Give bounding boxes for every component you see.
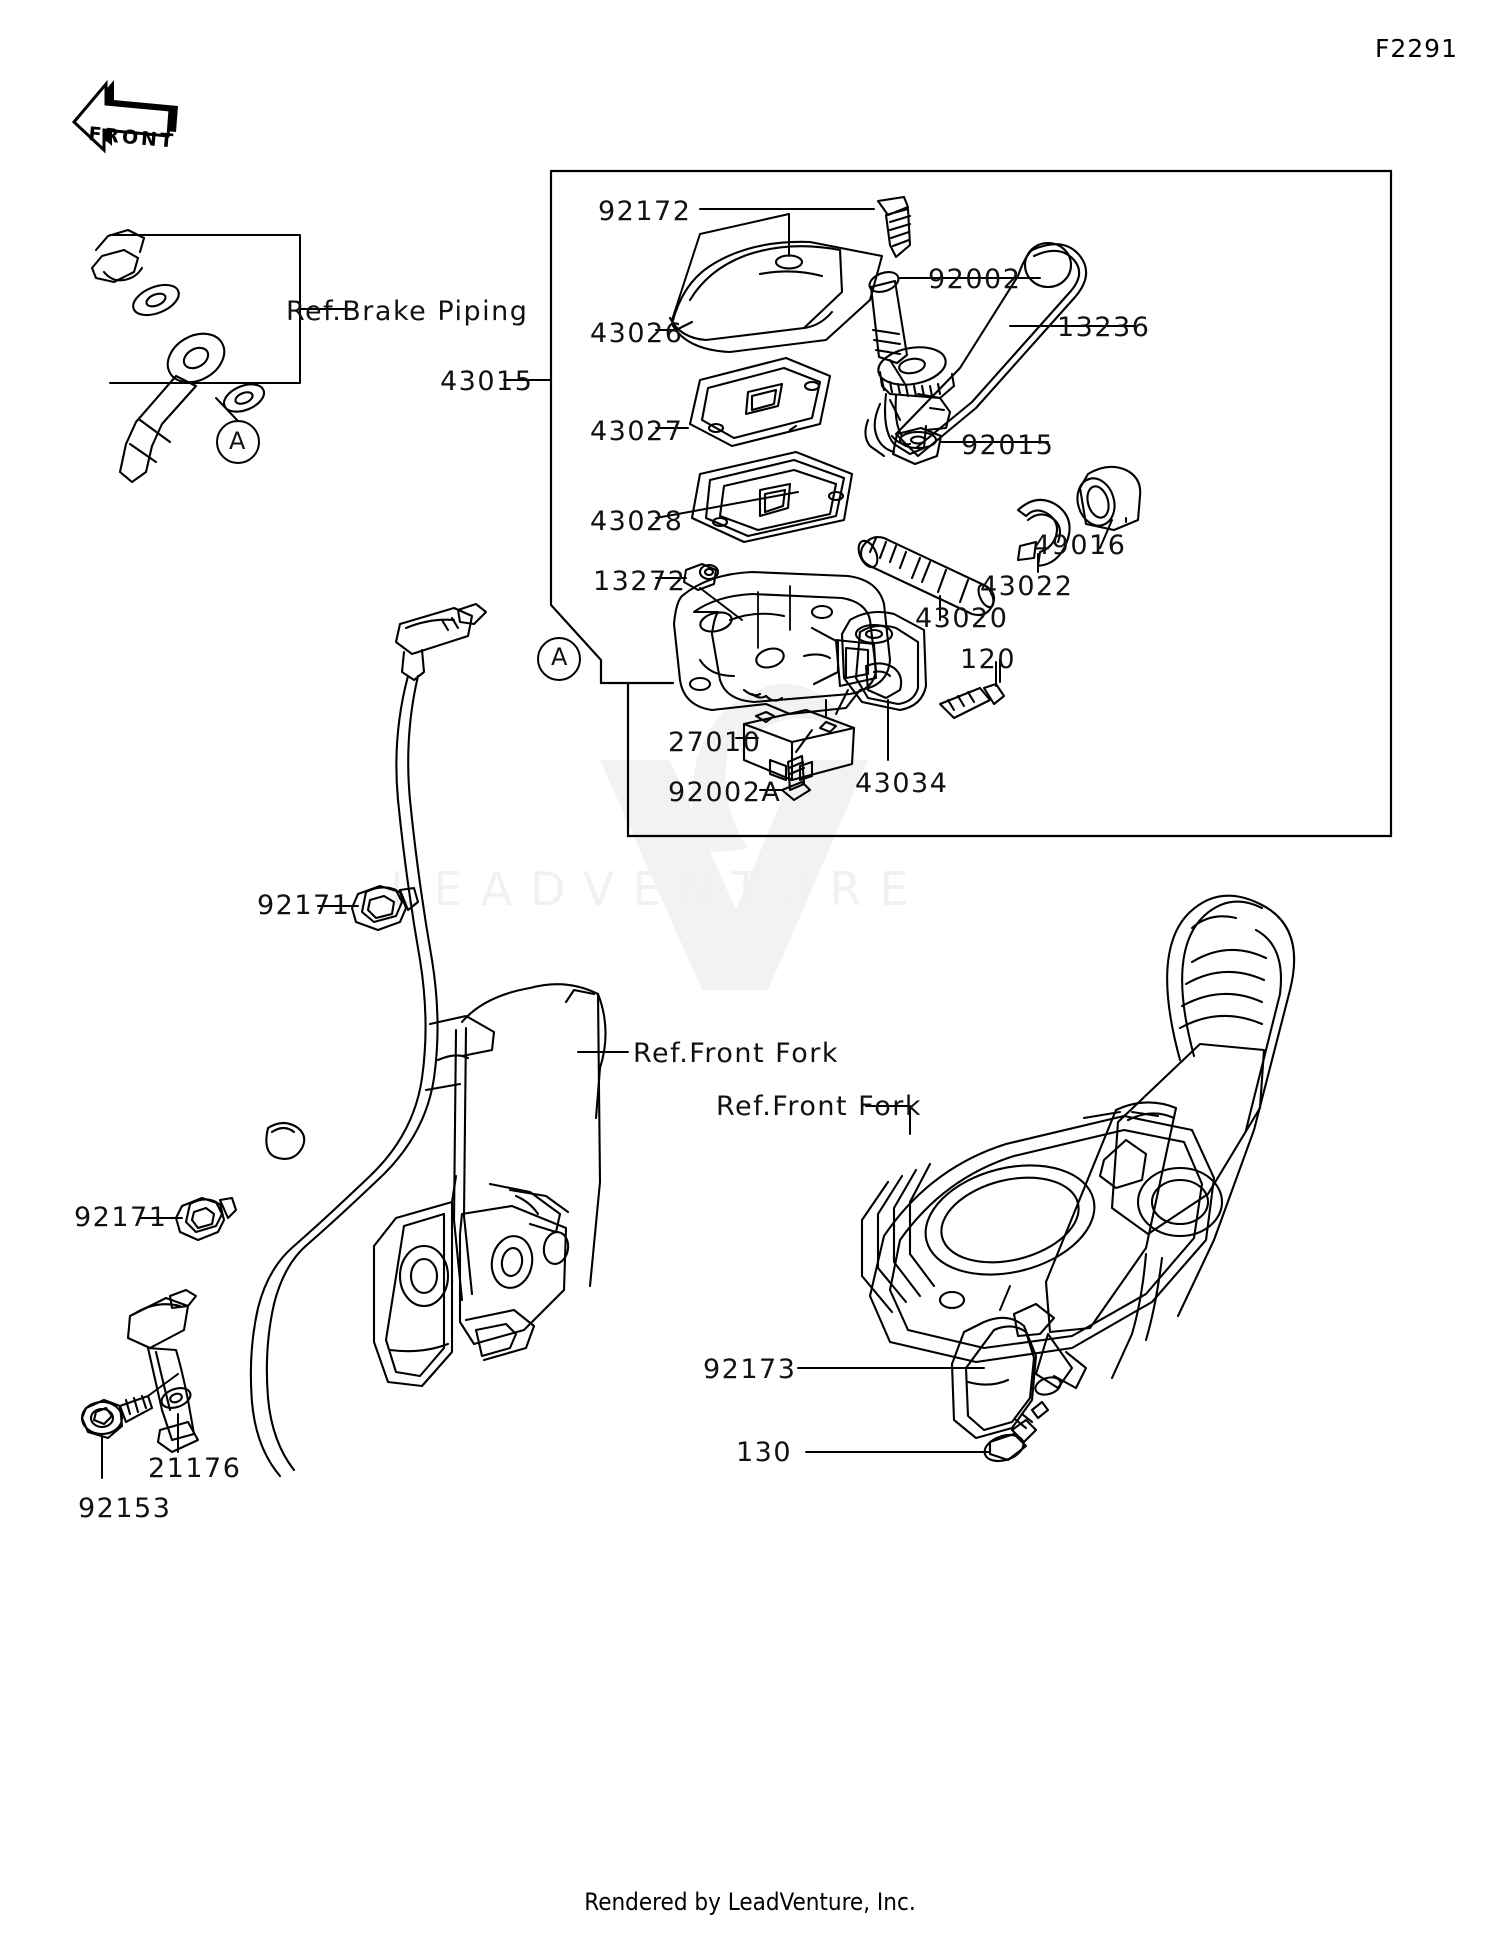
callout-43015: 43015 — [440, 366, 534, 397]
callout-92171-upper: 92171 — [257, 890, 351, 921]
callout-43028: 43028 — [590, 506, 684, 537]
part-130 — [805, 1400, 1050, 1463]
callout-ref-front-fork-left: Ref.Front Fork — [633, 1038, 839, 1069]
callout-43034: 43034 — [855, 768, 949, 799]
callout-130: 130 — [736, 1437, 793, 1468]
part-13236 — [864, 241, 1136, 458]
callout-92172: 92172 — [598, 196, 692, 227]
part-92172 — [699, 195, 912, 259]
part-120 — [938, 659, 1006, 720]
part-43020-piston — [857, 536, 996, 621]
callout-ref-front-fork-right: Ref.Front Fork — [716, 1091, 922, 1122]
callout-120: 120 — [960, 644, 1017, 675]
callout-13272: 13272 — [593, 566, 687, 597]
callout-92171-lower: 92171 — [74, 1202, 168, 1233]
part-49016 — [1076, 465, 1142, 532]
brake-hose-group — [80, 602, 488, 1479]
callout-A-boundary: A — [551, 643, 569, 671]
callout-92173: 92173 — [703, 1354, 797, 1385]
brake-piping-group — [90, 228, 356, 484]
footer-credit: Rendered by LeadVenture, Inc. — [584, 1888, 916, 1916]
part-13272 — [655, 562, 743, 621]
part-92002A — [780, 729, 813, 802]
callout-92002: 92002 — [928, 264, 1022, 295]
callout-43020: 43020 — [915, 603, 1009, 634]
part-43028 — [655, 450, 854, 544]
callout-13236: 13236 — [1057, 312, 1151, 343]
figure-code: F2291 — [1374, 34, 1458, 63]
callout-A-left: A — [229, 427, 247, 455]
callout-49016: 49016 — [1033, 530, 1127, 561]
ref-front-fork-left — [372, 983, 629, 1388]
callout-92002A: 92002A — [668, 777, 782, 808]
callout-92153: 92153 — [78, 1493, 172, 1524]
part-43020-body — [672, 570, 892, 716]
ref-front-fork-right — [860, 894, 1296, 1380]
callout-ref-brake-piping: Ref.Brake Piping — [286, 296, 529, 327]
part-92015 — [889, 399, 1049, 466]
part-43027 — [655, 356, 832, 448]
front-arrow-icon: FRONT — [71, 79, 178, 154]
callout-43027: 43027 — [590, 416, 684, 447]
callout-43026: 43026 — [590, 318, 684, 349]
callout-43022: 43022 — [980, 571, 1074, 602]
assembly-boundary — [503, 169, 1393, 838]
part-43026 — [655, 213, 884, 354]
callout-27010: 27010 — [668, 727, 762, 758]
part-92173 — [797, 1285, 1088, 1440]
front-orientation-badge: FRONT — [52, 66, 182, 186]
callout-92015: 92015 — [961, 430, 1055, 461]
callout-21176: 21176 — [148, 1453, 242, 1484]
part-27010 — [742, 699, 856, 782]
